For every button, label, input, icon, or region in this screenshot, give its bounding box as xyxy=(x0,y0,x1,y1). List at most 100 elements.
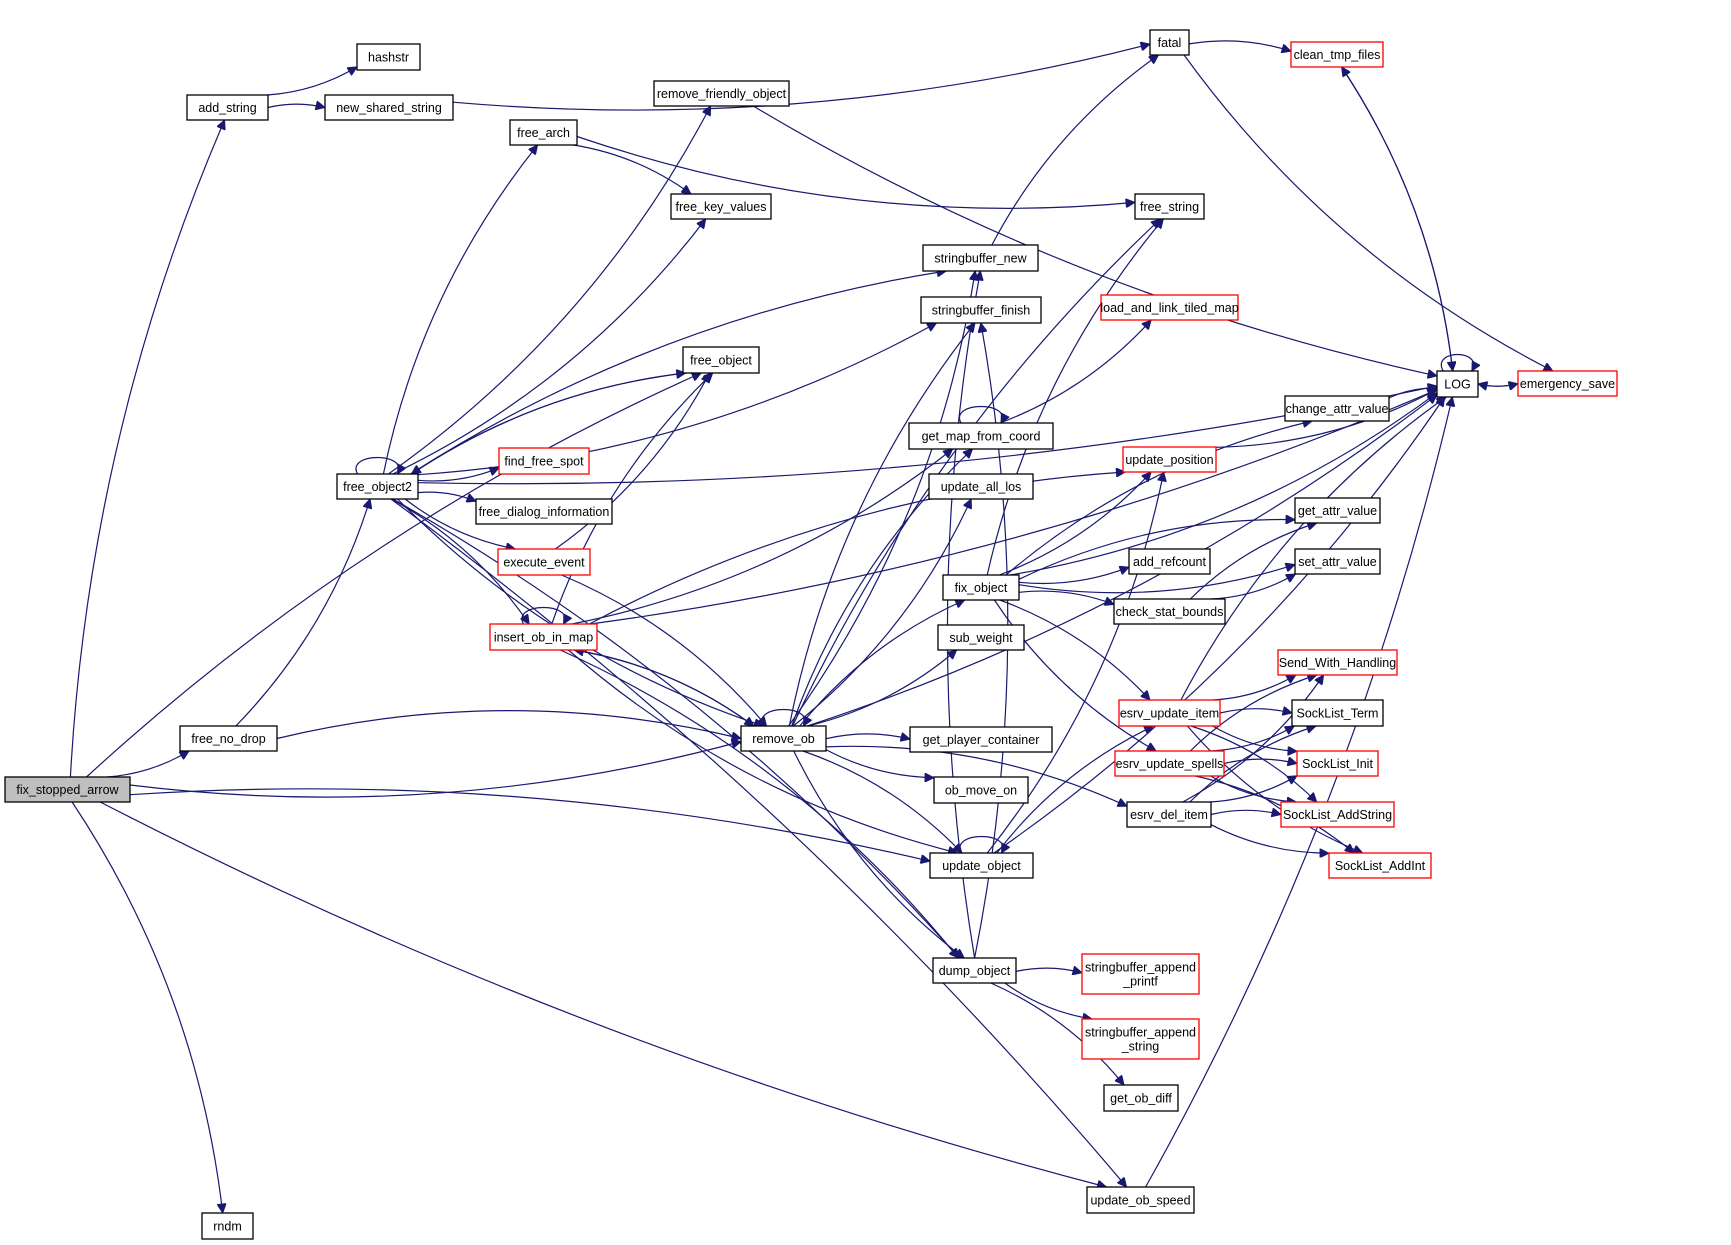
node-add_string[interactable]: add_string xyxy=(186,94,269,121)
node-esrv_update_item[interactable]: esrv_update_item xyxy=(1118,699,1221,727)
node-change_attr_value[interactable]: change_attr_value xyxy=(1284,395,1390,422)
node-clean_tmp_files[interactable]: clean_tmp_files xyxy=(1290,41,1384,68)
node-box xyxy=(1294,548,1381,575)
node-LOG[interactable]: LOG xyxy=(1436,370,1479,398)
node-set_attr_value[interactable]: set_attr_value xyxy=(1294,548,1381,575)
edge-dump_object-to-stringbuffer_append_printf xyxy=(1015,968,1082,973)
node-box xyxy=(1081,953,1200,995)
node-box xyxy=(1284,395,1390,422)
node-update_position[interactable]: update_position xyxy=(1122,446,1217,473)
node-label: free_key_values xyxy=(675,200,766,214)
node-label: update_object xyxy=(942,859,1021,873)
node-label: esrv_update_item xyxy=(1120,707,1219,721)
node-new_shared_string[interactable]: new_shared_string xyxy=(324,94,454,121)
node-free_string[interactable]: free_string xyxy=(1134,193,1205,220)
node-label: load_and_link_tiled_map xyxy=(1100,301,1238,315)
node-box xyxy=(1118,699,1221,727)
node-insert_ob_in_map[interactable]: insert_ob_in_map xyxy=(489,623,598,651)
edge-remove_ob-to-sub_weight xyxy=(807,650,957,727)
edge-fix_stopped_arrow-to-free_no_drop xyxy=(106,751,189,778)
node-free_object2[interactable]: free_object2 xyxy=(336,473,419,500)
node-label: stringbuffer_new xyxy=(934,252,1027,266)
node-free_dialog_information[interactable]: free_dialog_information xyxy=(475,498,613,525)
edge-add_string-to-hashstr xyxy=(267,67,357,96)
node-label: free_dialog_information xyxy=(479,505,610,519)
node-remove_friendly_object[interactable]: remove_friendly_object xyxy=(653,80,790,107)
node-box xyxy=(1126,801,1212,828)
node-esrv_del_item[interactable]: esrv_del_item xyxy=(1126,801,1212,828)
node-emergency_save[interactable]: emergency_save xyxy=(1517,370,1618,397)
edge-remove_ob-to-esrv_del_item xyxy=(825,745,1127,806)
edge-insert_ob_in_map-to-dump_object xyxy=(560,649,958,958)
node-SockList_AddInt[interactable]: SockList_AddInt xyxy=(1328,852,1432,879)
edge-insert_ob_in_map-to-update_object xyxy=(568,649,957,853)
node-ob_move_on[interactable]: ob_move_on xyxy=(933,776,1029,804)
node-label: execute_event xyxy=(503,556,585,570)
node-update_object[interactable]: update_object xyxy=(929,852,1034,879)
node-get_ob_diff[interactable]: get_ob_diff xyxy=(1103,1084,1179,1112)
node-add_refcount[interactable]: add_refcount xyxy=(1128,548,1211,575)
node-SockList_Term[interactable]: SockList_Term xyxy=(1291,699,1384,727)
node-fatal[interactable]: fatal xyxy=(1149,29,1190,56)
node-Send_With_Handling[interactable]: Send_With_Handling xyxy=(1277,649,1398,676)
node-free_arch[interactable]: free_arch xyxy=(509,119,578,146)
node-find_free_spot[interactable]: find_free_spot xyxy=(498,447,590,475)
edge-remove_ob-to-update_all_los xyxy=(792,499,971,727)
node-label: SockList_Init xyxy=(1302,757,1373,771)
edge-change_attr_value-to-LOG xyxy=(1388,388,1437,399)
edge-dump_object-to-get_ob_diff xyxy=(990,982,1124,1085)
node-hashstr[interactable]: hashstr xyxy=(356,43,421,71)
edge-remove_ob-to-LOG xyxy=(807,395,1437,727)
node-label: free_arch xyxy=(517,126,570,140)
node-remove_ob[interactable]: remove_ob xyxy=(740,725,827,752)
node-free_no_drop[interactable]: free_no_drop xyxy=(179,725,278,752)
edge-update_object-to-esrv_update_item xyxy=(996,726,1154,854)
node-esrv_update_spells[interactable]: esrv_update_spells xyxy=(1114,750,1225,777)
node-free_object[interactable]: free_object xyxy=(682,346,760,374)
node-execute_event[interactable]: execute_event xyxy=(497,548,591,576)
node-dump_object[interactable]: dump_object xyxy=(932,957,1017,984)
edge-fix_stopped_arrow-to-rndm xyxy=(71,801,223,1213)
edge-esrv_update_item-to-SockList_AddString xyxy=(1190,725,1317,802)
node-label: fix_stopped_arrow xyxy=(16,783,119,797)
node-box xyxy=(928,473,1034,500)
node-SockList_AddString[interactable]: SockList_AddString xyxy=(1280,801,1395,828)
node-label: dump_object xyxy=(939,964,1011,978)
edge-LOG-to-clean_tmp_files xyxy=(1342,67,1454,372)
edge-update_object-to-LOG xyxy=(993,397,1445,854)
node-get_attr_value[interactable]: get_attr_value xyxy=(1294,497,1381,524)
node-label: get_map_from_coord xyxy=(922,430,1041,444)
edge-fix_object-to-LOG xyxy=(1010,393,1437,576)
edge-new_shared_string-to-fatal xyxy=(452,44,1150,111)
node-stringbuffer_append_string[interactable]: stringbuffer_append_string xyxy=(1081,1018,1200,1060)
node-sub_weight[interactable]: sub_weight xyxy=(937,624,1025,651)
node-rndm[interactable]: rndm xyxy=(201,1212,254,1240)
node-check_stat_bounds[interactable]: check_stat_bounds xyxy=(1113,598,1226,625)
node-fix_object[interactable]: fix_object xyxy=(942,574,1020,601)
node-update_all_los[interactable]: update_all_los xyxy=(928,473,1034,500)
edge-insert_ob_in_map-to-LOG xyxy=(590,390,1438,625)
node-box xyxy=(1086,1186,1195,1214)
edge-get_map_from_coord-to-get_map_from_coord xyxy=(958,406,1002,424)
node-box xyxy=(324,94,454,121)
node-stringbuffer_new[interactable]: stringbuffer_new xyxy=(922,244,1039,272)
edge-free_object2-to-find_free_spot xyxy=(417,468,499,482)
node-label: hashstr xyxy=(368,51,409,65)
node-get_player_container[interactable]: get_player_container xyxy=(909,726,1053,753)
node-get_map_from_coord[interactable]: get_map_from_coord xyxy=(908,422,1054,450)
node-SockList_Init[interactable]: SockList_Init xyxy=(1296,750,1379,777)
node-fix_stopped_arrow[interactable]: fix_stopped_arrow xyxy=(4,776,131,803)
node-stringbuffer_append_printf[interactable]: stringbuffer_append_printf xyxy=(1081,953,1200,995)
node-box xyxy=(1103,1084,1179,1112)
node-box xyxy=(908,422,1054,450)
node-update_ob_speed[interactable]: update_ob_speed xyxy=(1086,1186,1195,1214)
node-box xyxy=(489,623,598,651)
edge-free_object2-to-free_object xyxy=(411,373,685,475)
node-load_and_link_tiled_map[interactable]: load_and_link_tiled_map xyxy=(1100,294,1239,321)
edge-insert_ob_in_map-to-free_object xyxy=(551,373,713,625)
edge-get_map_from_coord-to-load_and_link_tiled_map xyxy=(999,320,1151,424)
edge-free_no_drop-to-free_object2 xyxy=(235,499,370,727)
node-stringbuffer_finish[interactable]: stringbuffer_finish xyxy=(920,296,1042,324)
edge-fix_stopped_arrow-to-add_string xyxy=(69,120,224,778)
node-free_key_values[interactable]: free_key_values xyxy=(670,193,772,220)
